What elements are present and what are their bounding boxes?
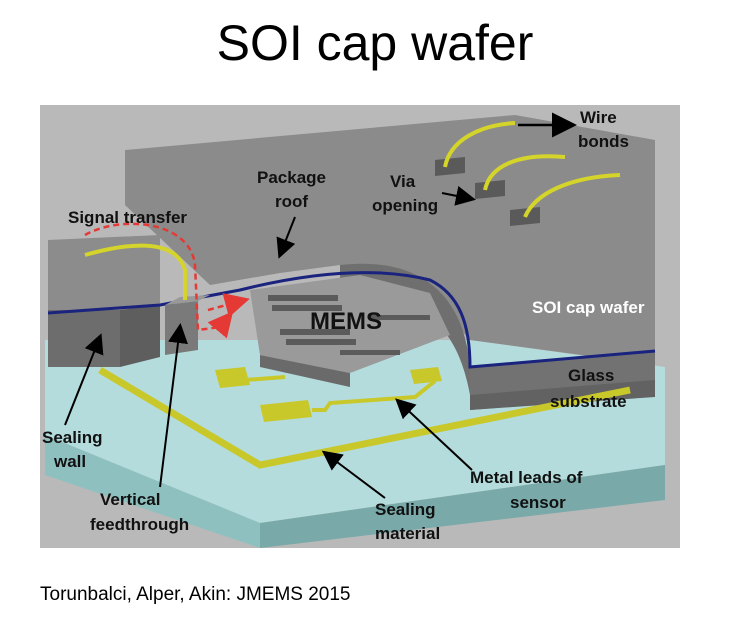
glass-substrate-front	[45, 435, 260, 548]
metal-pad-1	[215, 367, 250, 388]
metal-pad-2	[260, 400, 312, 422]
arrow-metal-leads	[395, 398, 473, 471]
wire-bonds	[443, 121, 621, 218]
label-vertical-feedthrough-line1: Vertical	[100, 490, 161, 509]
label-wire-bonds-line1: Wire	[580, 108, 617, 127]
cap-wafer-lower	[470, 380, 655, 410]
arrow-package-roof	[276, 216, 296, 259]
via-opening-2	[475, 180, 505, 199]
signal-transfer-path	[84, 222, 234, 339]
label-signal-transfer: Signal transfer	[68, 208, 187, 227]
mems-package-diagram: Wire bonds Via opening Package roof Sign…	[40, 105, 680, 548]
label-metal-leads-line1: Metal leads of	[470, 468, 583, 487]
metal-pad-3	[410, 367, 442, 384]
arrow-sealing-wall	[64, 333, 104, 426]
label-soi-cap-wafer: SOI cap wafer	[532, 298, 645, 317]
via-opening-1	[435, 157, 465, 176]
arrow-sealing-material	[321, 450, 386, 499]
mems-comb-fingers	[268, 295, 430, 355]
sealing-wall-front	[48, 310, 120, 367]
label-vertical-feedthrough-line2: feedthrough	[90, 515, 189, 534]
cap-wafer-curved-wall	[340, 263, 470, 395]
internal-wire	[84, 243, 187, 300]
sealing-material-ring	[98, 366, 631, 469]
label-glass-substrate-line2: substrate	[550, 392, 627, 411]
sealing-wall-side	[120, 305, 160, 367]
arrow-via-opening	[441, 186, 476, 206]
page-title: SOI cap wafer	[216, 15, 534, 71]
label-via-opening-line1: Via	[390, 172, 416, 191]
label-package-roof-line1: Package	[257, 168, 326, 187]
signal-arrow-to-mems	[207, 293, 250, 318]
bond-line	[47, 271, 656, 369]
arrow-vertical-feedthrough	[159, 323, 188, 488]
label-via-opening-line2: opening	[372, 196, 438, 215]
metal-lead-traces	[244, 375, 437, 412]
label-glass-substrate-line1: Glass	[568, 366, 614, 385]
label-metal-leads-line2: sensor	[510, 493, 566, 512]
vertical-feedthrough-pillar	[165, 301, 198, 355]
sealing-wall-top	[48, 235, 160, 315]
label-sealing-material-line2: material	[375, 524, 440, 543]
citation: Torunbalci, Alper, Akin: JMEMS 2015	[40, 584, 351, 605]
cap-wafer-top	[125, 115, 655, 365]
vertical-feedthrough-top	[165, 295, 210, 305]
label-sealing-wall-line1: Sealing	[42, 428, 102, 447]
label-sealing-wall-line2: wall	[53, 452, 86, 471]
glass-substrate-right	[260, 465, 665, 548]
label-package-roof-line2: roof	[275, 192, 308, 211]
mems-structure-side	[260, 355, 350, 387]
label-mems: MEMS	[310, 308, 382, 335]
label-sealing-material-line1: Sealing	[375, 500, 435, 519]
label-wire-bonds-line2: bonds	[578, 132, 629, 151]
